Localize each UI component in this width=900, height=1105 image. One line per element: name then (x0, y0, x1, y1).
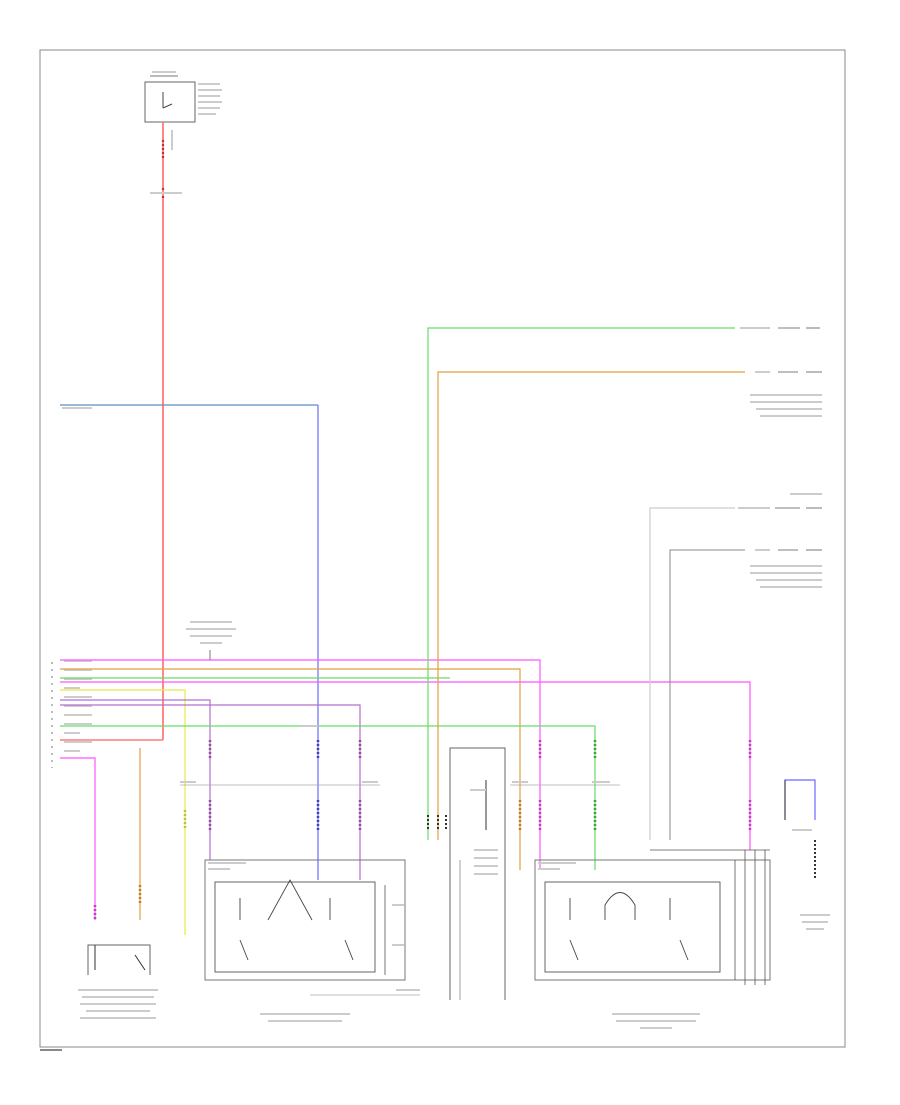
wire-markers (93, 740, 752, 920)
center-module (427, 747, 506, 1000)
upper-right-wires (427, 327, 822, 840)
harness-wires (60, 659, 751, 935)
left-seat-switch (204, 859, 420, 1022)
blue-signal-wire (60, 404, 319, 880)
left-connector-labels (51, 660, 92, 768)
mid-right-wires (649, 493, 822, 840)
splice-lines (180, 725, 620, 786)
fuse-contact (162, 103, 173, 109)
diagram-frame (39, 49, 846, 1048)
connector-label-left (186, 621, 236, 660)
red-power-wire (60, 122, 182, 741)
fuse-box (144, 81, 196, 123)
fuse-component (144, 71, 222, 123)
right-ground-component (784, 779, 830, 930)
lower-left-component (78, 944, 158, 1019)
right-seat-switch (534, 849, 771, 1029)
